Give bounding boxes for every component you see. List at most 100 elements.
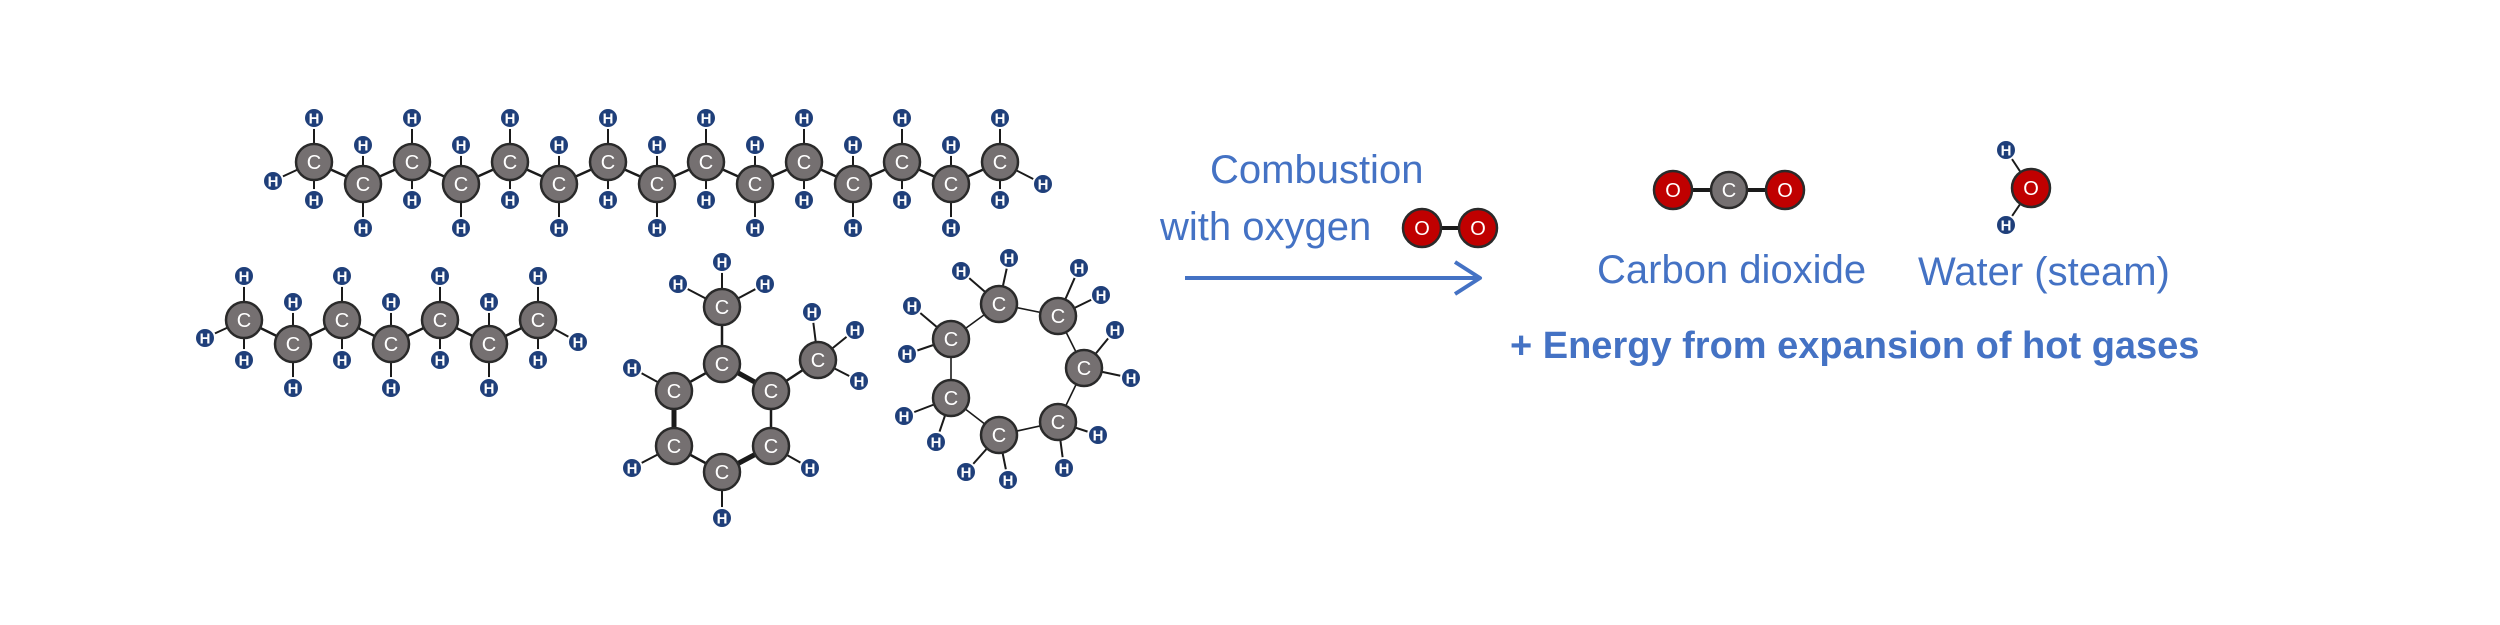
atom-symbol: C [846,174,860,196]
atom-symbol: H [337,269,348,286]
oxygen-atom: O [1457,207,1499,249]
hydrogen-atom: H [1068,257,1090,279]
hydrogen-atom: H [1090,284,1112,306]
atom-symbol: C [764,436,778,458]
hydrogen-atom: H [891,189,913,211]
atom-symbol: H [717,511,728,528]
atom-symbol: C [356,174,370,196]
hydrogen-atom: H [597,107,619,129]
hydrogen-atom: H [955,461,977,483]
hydrogen-atom: H [1053,457,1075,479]
carbon-atom: C [882,142,922,182]
carbon-atom: C [343,164,383,204]
hydrogen-atom: H [842,217,864,239]
atom-symbol: H [1110,323,1121,340]
atom-symbol: C [895,152,909,174]
carbon-atom: C [702,452,742,492]
atom-symbol: C [601,152,615,174]
atom-symbol: H [717,255,728,272]
atom-symbol: H [673,277,684,294]
hydrogen-atom: H [646,217,668,239]
atom-symbol: C [992,294,1006,316]
atom-symbol: H [750,221,761,238]
hydrogen-atom: H [925,431,947,453]
atom-symbol: H [902,347,913,364]
atom-symbol: C [482,334,496,356]
atom-symbol: O [2023,178,2039,200]
atom-layer: HHHHHHHHHHHHHHHHHHHHHHHHHHHHHHHHCCCCCCCC… [194,107,2052,529]
atom-symbol: H [603,193,614,210]
atom-symbol: H [456,221,467,238]
atom-symbol: H [946,138,957,155]
carbon-atom: C [686,142,726,182]
hydrogen-atom: H [380,377,402,399]
hydrogen-atom: H [478,377,500,399]
atom-symbol: H [200,331,211,348]
hydrogen-atom: H [282,377,304,399]
hydrogen-atom: H [380,291,402,313]
atom-symbol: H [1096,288,1107,305]
carbon-atom: C [702,287,742,327]
hydrogen-atom: H [893,405,915,427]
atom-symbol: H [848,221,859,238]
atom-symbol: H [407,111,418,128]
atom-symbol: H [897,193,908,210]
hydrogen-atom: H [450,217,472,239]
atom-symbol: C [944,329,958,351]
atom-symbol: H [288,381,299,398]
atom-symbol: H [268,174,279,191]
hydrogen-atom: H [1120,367,1142,389]
carbon-atom: C [490,142,530,182]
hydrogen-atom: H [548,217,570,239]
atom-symbol: H [533,353,544,370]
hydrogen-atom: H [711,507,733,529]
carbon-atom: C [833,164,873,204]
atom-symbol: H [2001,218,2012,235]
hydrogen-atom: H [597,189,619,211]
hydrogen-atom: H [842,134,864,156]
atom-symbol: H [760,277,771,294]
hydrogen-atom: H [998,247,1020,269]
hydrogen-atom: H [567,331,589,353]
hydrogen-atom: H [499,189,521,211]
atom-symbol: H [1038,177,1049,194]
atom-symbol: H [1093,428,1104,445]
hydrogen-atom: H [997,469,1019,491]
hydrogen-atom: H [950,260,972,282]
hydrogen-atom: H [621,357,643,379]
atom-symbol: H [554,138,565,155]
carbon-atom: C [469,324,509,364]
hydrogen-atom: H [989,189,1011,211]
atom-symbol: H [652,138,663,155]
hydrogen-atom: H [401,189,423,211]
hydrogen-atom: H [989,107,1011,129]
hydrogen-atom: H [194,327,216,349]
atom-symbol: H [2001,143,2012,160]
atom-symbol: H [799,111,810,128]
atom-symbol: H [1003,473,1014,490]
carbon-atom: C [224,300,264,340]
carbon-atom: C [979,415,1019,455]
atom-symbol: C [650,174,664,196]
atom-symbol: H [407,193,418,210]
hydrogen-atom: H [848,370,870,392]
reaction-label-line1: Combustion [1210,148,1423,192]
carbon-atom: C [979,284,1019,324]
hydrogen-atom: H [667,273,689,295]
hydrogen-atom: H [1032,173,1054,195]
atom-symbol: H [854,374,865,391]
hydrogen-atom: H [429,349,451,371]
carbon-atom: C [931,378,971,418]
atom-symbol: H [946,221,957,238]
atom-symbol: H [995,111,1006,128]
reaction-arrow [1185,260,1482,296]
atom-symbol: O [1470,218,1486,240]
carbon-atom: C [702,344,742,384]
carbon-atom: C [294,142,334,182]
atom-symbol: C [405,152,419,174]
hydrogen-atom: H [799,457,821,479]
atom-symbol: H [627,461,638,478]
carbon-atom: C [931,319,971,359]
atom-symbol: C [944,388,958,410]
